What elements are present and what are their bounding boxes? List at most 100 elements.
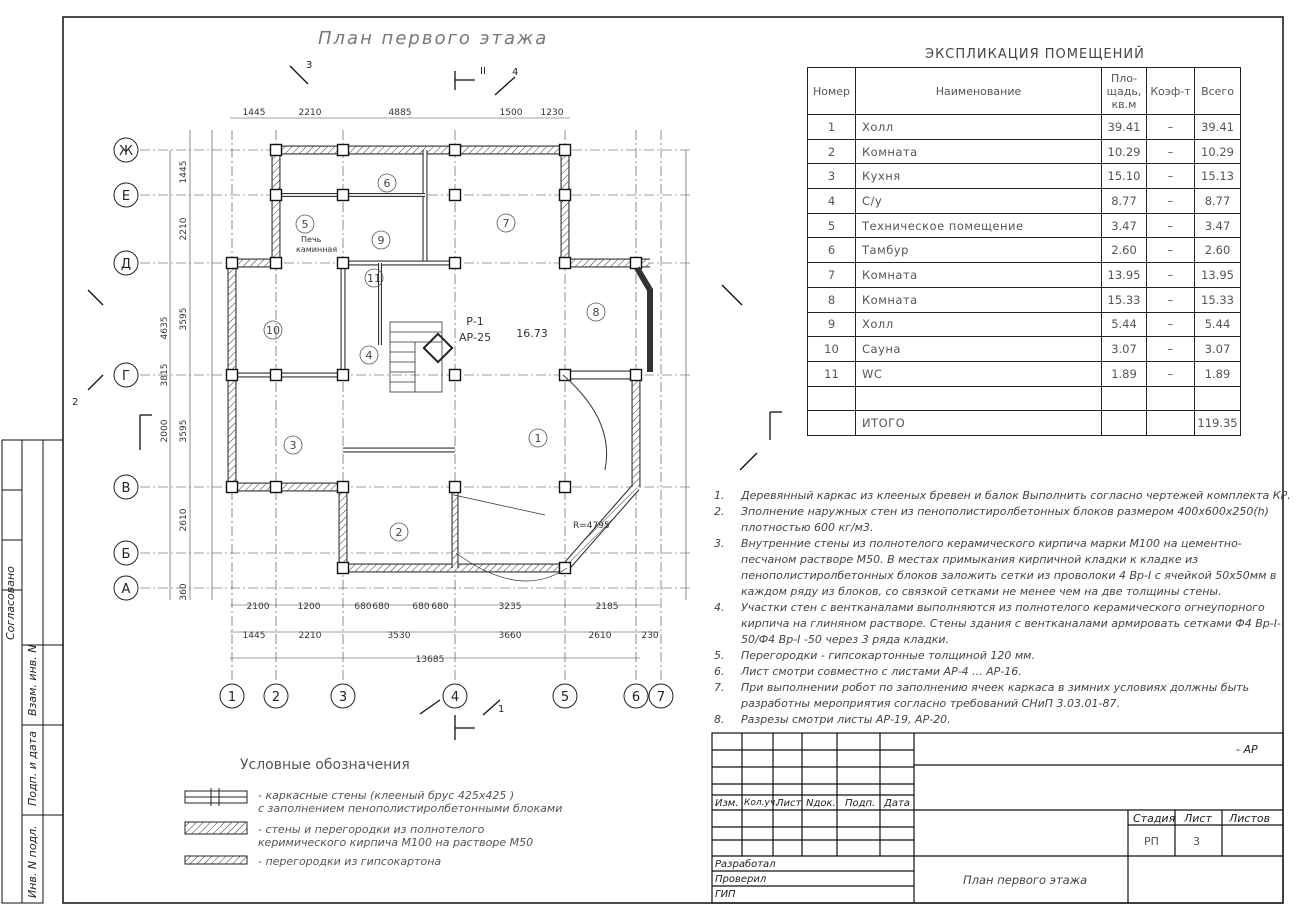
cell-empty [855,385,1102,412]
header-area: Пло- щадь, кв.м [1101,67,1147,115]
cell-total: 39.41 [1194,114,1241,140]
room-number: 7 [503,217,510,230]
column [558,256,572,270]
room-number-circle [283,435,303,455]
cell-area: 15.33 [1101,286,1147,313]
note-text: Разрезы смотри листы АР-19, АР-20. [741,713,951,726]
note-item: 6.Лист смотри совместно с листами АР-4 .… [714,664,1292,680]
header-coef: Коэф-т [1146,67,1195,115]
axis-bubble [113,540,139,566]
dimension-text: 1445 [243,108,266,118]
axis-number-label: 4 [451,690,459,705]
stamp-col-ndok: Nдок. [806,798,836,809]
section-marks [87,65,782,740]
stove-label: Печь [301,235,322,244]
stamp-role-dev: Разработал [715,859,776,870]
cell-name: Комната [855,138,1102,165]
column [448,368,462,382]
column [336,480,350,494]
axis-letter-label: В [122,481,131,496]
dimension-text: 1445 [179,161,189,184]
cell-empty [1101,385,1147,412]
side-sign-date: Подп. и дата [26,731,39,806]
stamp-sheet-header: Лист [1184,812,1212,825]
stove-symbol [422,332,454,364]
dimension-text: 2000 [160,419,170,442]
side-inv-orig: Инв. N подл. [26,825,39,898]
cell-coef: – [1146,262,1195,288]
side-inv-change: Взам. инв. N [26,644,39,716]
stamp-sheets-header: Листов [1229,812,1271,825]
dimension-text: 360 [179,583,189,600]
dimension-text: 3815 [160,364,170,387]
axis-letter-label: Д [121,257,131,272]
legend-item-brick-l1: - стены и перегородки из полнотелого [258,823,485,836]
note-number: 2. [714,505,725,518]
dimension-text: 1445 [243,631,266,641]
note-item: 2.Зполнение наружных стен из пенополисти… [714,504,1292,536]
stamp-sheet-number: 3 [1193,835,1200,848]
cell-empty [807,410,856,436]
room-number: 11 [367,272,381,285]
dimension-text: 1230 [541,108,564,118]
section-mark-label: 2 [72,397,78,408]
section-mark-label: 1 [498,704,504,715]
note-text: При выполнении робот по заполнению ячеек… [741,681,1250,710]
legend-item-frame-l1: - каркасные стены (клееный брус 425х425 … [258,789,515,802]
cell-coef: – [1146,188,1195,214]
note-item: 4.Участки стен с вентканалами выполняютс… [714,600,1292,648]
dimension-lines [169,117,687,659]
axis-letter-label: Б [122,547,131,562]
stamp-role-gip: ГИП [715,889,736,900]
room-number: 2 [396,526,403,539]
cell-empty [1146,410,1195,436]
cell-coef: – [1146,163,1195,190]
cell-area: 10.29 [1101,138,1147,165]
note-item: 7.При выполнении робот по заполнению яче… [714,680,1292,712]
radius-label: R=4795 [573,521,610,531]
note-text: Внутренние стены из полнотелого керамиче… [741,537,1277,598]
dimension-text: 2210 [299,108,322,118]
side-agreed: Согласовано [4,566,17,640]
note-text: Лист смотри совместно с листами АР-4 ...… [741,665,1022,678]
cell-area: 5.44 [1101,311,1147,338]
column [558,143,572,157]
header-area-l3: кв.м [1111,97,1137,111]
column [336,561,350,575]
legend-item-frame-l2: с заполнением пенополистиролбетонными бл… [258,802,563,815]
column [558,188,572,202]
dimension-text: 3595 [179,420,189,443]
room-number-circle [528,428,548,448]
walls [227,145,650,573]
dimension-text: 2100 [247,602,270,612]
axis-number-label: 5 [561,690,569,705]
note-text: Участки стен с вентканалами выполняются … [741,601,1281,646]
bay-window-wall [634,266,653,372]
header-area-l1: Пло- [1110,71,1137,85]
room-number-circle [371,230,391,250]
cell-total: 2.60 [1194,237,1241,264]
cell-area: 13.95 [1101,262,1147,288]
stamp-stage-header: Стадия [1133,812,1176,825]
cell-empty [1194,385,1241,412]
plan-title: План первого этажа [318,28,549,49]
stair-label: Р-1 [466,315,484,328]
legend-item-brick: - стены и перегородки из полнотелого кер… [258,823,533,849]
legend-symbols [184,788,248,865]
dimension-text: 2610 [589,631,612,641]
axis-number-label: 6 [632,690,640,705]
room-number: 8 [593,306,600,319]
cell-num: 3 [807,163,856,190]
room-number-circle [263,320,283,340]
cell-total: 3.47 [1194,212,1241,239]
column [448,256,462,270]
header-total: Всего [1194,67,1241,115]
sheet-frame [62,16,1284,904]
note-item: 3.Внутренние стены из полнотелого керами… [714,536,1292,600]
